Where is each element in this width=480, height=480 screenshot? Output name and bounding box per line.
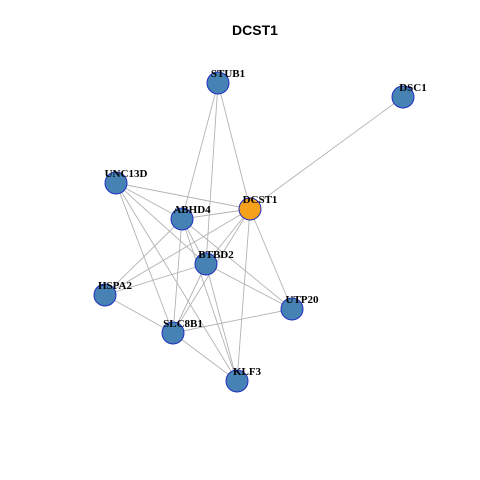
edge-slc8b1-utp20 <box>172 308 293 334</box>
edge-dcst1-klf3 <box>236 208 251 382</box>
edge-hspa2-slc8b1 <box>104 294 174 334</box>
node-label: DSC1 <box>399 82 427 94</box>
edge-unc13d-klf3 <box>115 182 238 382</box>
node-stub1[interactable]: STUB1 <box>206 68 245 95</box>
edge-unc13d-slc8b1 <box>115 182 174 334</box>
node-circle[interactable] <box>93 283 117 307</box>
node-circle[interactable] <box>225 369 249 393</box>
node-label: ABHD4 <box>173 204 211 216</box>
edge-layer <box>104 82 404 382</box>
node-circle[interactable] <box>104 171 128 195</box>
node-unc13d[interactable]: UNC13D <box>104 168 148 195</box>
node-circle[interactable] <box>280 297 304 321</box>
node-label: HSPA2 <box>98 280 133 292</box>
node-label: UNC13D <box>105 168 148 180</box>
edge-btbd2-hspa2 <box>104 263 207 296</box>
edge-dcst1-hspa2 <box>104 208 251 296</box>
node-label: UTP20 <box>286 294 320 306</box>
edge-unc13d-btbd2 <box>115 182 207 265</box>
node-circle[interactable] <box>161 321 185 345</box>
edge-btbd2-utp20 <box>205 263 293 310</box>
edge-unc13d-abhd4 <box>115 182 183 220</box>
edge-slc8b1-klf3 <box>172 332 238 382</box>
node-label: STUB1 <box>211 68 245 80</box>
node-dsc1[interactable]: DSC1 <box>391 82 427 109</box>
edge-abhd4-slc8b1 <box>172 218 183 334</box>
node-label: DCST1 <box>243 194 278 206</box>
node-circle[interactable] <box>170 207 194 231</box>
node-label: SLC8B1 <box>163 318 203 330</box>
edge-dcst1-utp20 <box>249 208 293 310</box>
node-abhd4[interactable]: ABHD4 <box>170 204 211 231</box>
node-circle[interactable] <box>391 85 415 109</box>
node-btbd2[interactable]: BTBD2 <box>194 249 234 276</box>
edge-btbd2-slc8b1 <box>172 263 207 334</box>
edge-dcst1-btbd2 <box>205 208 251 265</box>
node-dcst1[interactable]: DCST1 <box>238 194 278 221</box>
edge-stub1-abhd4 <box>181 82 219 220</box>
edge-abhd4-hspa2 <box>104 218 183 296</box>
node-circle[interactable] <box>238 197 262 221</box>
edge-abhd4-utp20 <box>181 218 293 310</box>
graph-title: DCST1 <box>232 22 278 38</box>
edge-dcst1-dsc1 <box>249 96 404 210</box>
edge-dcst1-stub1 <box>217 82 251 210</box>
node-utp20[interactable]: UTP20 <box>280 294 320 321</box>
edge-stub1-btbd2 <box>205 82 219 265</box>
node-label: BTBD2 <box>198 249 234 261</box>
edge-btbd2-klf3 <box>205 263 238 382</box>
node-slc8b1[interactable]: SLC8B1 <box>161 318 203 345</box>
edge-abhd4-klf3 <box>181 218 238 382</box>
node-circle[interactable] <box>194 252 218 276</box>
node-hspa2[interactable]: HSPA2 <box>93 280 133 307</box>
node-label: KLF3 <box>233 366 262 378</box>
node-circle[interactable] <box>206 71 230 95</box>
node-klf3[interactable]: KLF3 <box>225 366 262 393</box>
edge-dcst1-unc13d <box>115 182 251 210</box>
